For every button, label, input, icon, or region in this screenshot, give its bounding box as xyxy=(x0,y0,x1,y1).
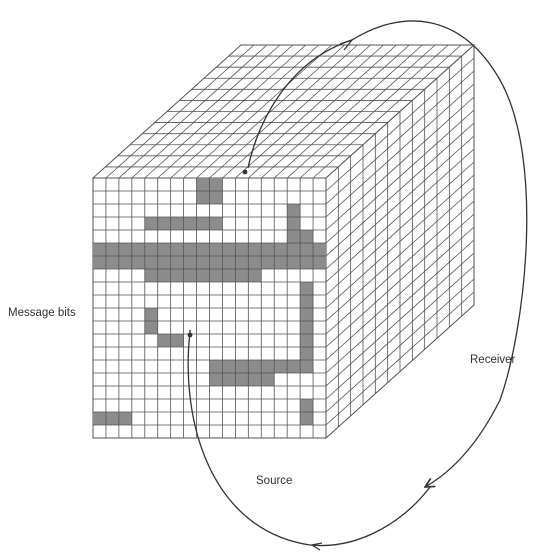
shaded-bit-cell xyxy=(300,399,313,412)
shaded-bit-cell xyxy=(300,256,313,269)
shaded-bit-cell xyxy=(261,373,274,386)
shaded-bit-cell xyxy=(222,243,235,256)
shaded-bit-cell xyxy=(145,256,158,269)
shaded-bit-cell xyxy=(171,334,184,347)
shaded-bit-cell xyxy=(313,243,326,256)
shaded-bit-cell xyxy=(300,347,313,360)
shaded-bit-cell xyxy=(300,243,313,256)
shaded-bit-cell xyxy=(184,269,197,282)
shaded-bit-cell xyxy=(106,243,119,256)
shaded-bit-cell xyxy=(300,308,313,321)
shaded-bit-cell xyxy=(248,256,261,269)
shaded-bit-cell xyxy=(145,217,158,230)
shaded-bit-cell xyxy=(93,243,106,256)
shaded-bit-cell xyxy=(287,360,300,373)
shaded-bit-cell xyxy=(145,308,158,321)
shaded-bit-cell xyxy=(197,191,210,204)
shaded-bit-cell xyxy=(210,373,223,386)
shaded-bit-cell xyxy=(171,217,184,230)
shaded-bit-cell xyxy=(300,282,313,295)
shaded-bit-cell xyxy=(210,217,223,230)
shaded-bit-cell xyxy=(300,412,313,425)
shaded-bit-cell xyxy=(106,256,119,269)
shaded-bit-cell xyxy=(210,243,223,256)
shaded-bit-cell xyxy=(93,412,106,425)
shaded-bit-cell xyxy=(210,269,223,282)
shaded-bit-cell xyxy=(235,373,248,386)
shaded-bit-cell xyxy=(158,217,171,230)
shaded-bit-cell xyxy=(222,373,235,386)
shaded-bit-cell xyxy=(222,269,235,282)
shaded-bit-cell xyxy=(93,256,106,269)
shaded-bit-cell xyxy=(248,269,261,282)
shaded-bit-cell xyxy=(235,360,248,373)
receiver-point xyxy=(243,170,248,175)
shaded-bit-cell xyxy=(287,230,300,243)
shaded-bit-cell xyxy=(300,230,313,243)
shaded-bit-cell xyxy=(184,243,197,256)
shaded-bit-cell xyxy=(222,360,235,373)
shaded-bit-cell xyxy=(158,334,171,347)
shaded-bit-cell xyxy=(119,412,132,425)
shaded-bit-cell xyxy=(248,360,261,373)
shaded-bit-cell xyxy=(287,204,300,217)
shaded-bit-cell xyxy=(248,373,261,386)
shaded-bit-cell xyxy=(119,256,132,269)
shaded-bit-cell xyxy=(287,243,300,256)
shaded-bit-cell xyxy=(287,256,300,269)
shaded-bit-cell xyxy=(158,269,171,282)
shaded-bit-cell xyxy=(106,412,119,425)
shaded-bit-cell xyxy=(300,295,313,308)
shaded-bit-cell xyxy=(313,256,326,269)
shaded-bit-cell xyxy=(235,243,248,256)
shaded-bit-cell xyxy=(197,178,210,191)
shaded-bit-cell xyxy=(145,269,158,282)
shaded-bit-cell xyxy=(274,243,287,256)
shaded-bit-cell xyxy=(197,217,210,230)
shaded-bit-cell xyxy=(119,243,132,256)
shaded-bit-cell xyxy=(300,321,313,334)
shaded-bit-cell xyxy=(171,243,184,256)
shaded-bit-cell xyxy=(184,217,197,230)
shaded-bit-cell xyxy=(210,178,223,191)
shaded-bit-cell xyxy=(300,334,313,347)
shaded-bit-cell xyxy=(222,256,235,269)
shaded-bit-cell xyxy=(158,256,171,269)
shaded-bit-cell xyxy=(274,256,287,269)
shaded-bit-cell xyxy=(210,360,223,373)
shaded-bit-cell xyxy=(197,256,210,269)
shaded-bit-cell xyxy=(261,360,274,373)
shaded-bit-cell xyxy=(261,256,274,269)
shaded-bit-cell xyxy=(300,360,313,373)
shaded-bit-cell xyxy=(132,243,145,256)
shaded-bit-cell xyxy=(145,321,158,334)
shaded-bit-cell xyxy=(235,256,248,269)
shaded-bit-cell xyxy=(261,243,274,256)
shaded-bit-cell xyxy=(171,256,184,269)
shaded-bit-cell xyxy=(248,243,261,256)
shaded-bit-cell xyxy=(197,243,210,256)
cube-front-face xyxy=(93,178,326,438)
source-point xyxy=(188,333,193,338)
shaded-bit-cell xyxy=(210,256,223,269)
shaded-bit-cell xyxy=(210,191,223,204)
shaded-bit-cell xyxy=(235,269,248,282)
shaded-bit-cell xyxy=(287,217,300,230)
shaded-bit-cell xyxy=(197,269,210,282)
shaded-bit-cell xyxy=(171,269,184,282)
shaded-bit-cell xyxy=(184,256,197,269)
message-bits-label: Message bits xyxy=(8,307,76,319)
cube xyxy=(93,45,474,438)
source-label: Source xyxy=(256,475,292,487)
shaded-bit-cell xyxy=(274,360,287,373)
shaded-bit-cell xyxy=(158,243,171,256)
shaded-bit-cell xyxy=(145,243,158,256)
receiver-label: Receiver xyxy=(470,354,516,366)
bottom-return-arrowhead xyxy=(312,543,322,550)
shaded-bit-cell xyxy=(132,256,145,269)
